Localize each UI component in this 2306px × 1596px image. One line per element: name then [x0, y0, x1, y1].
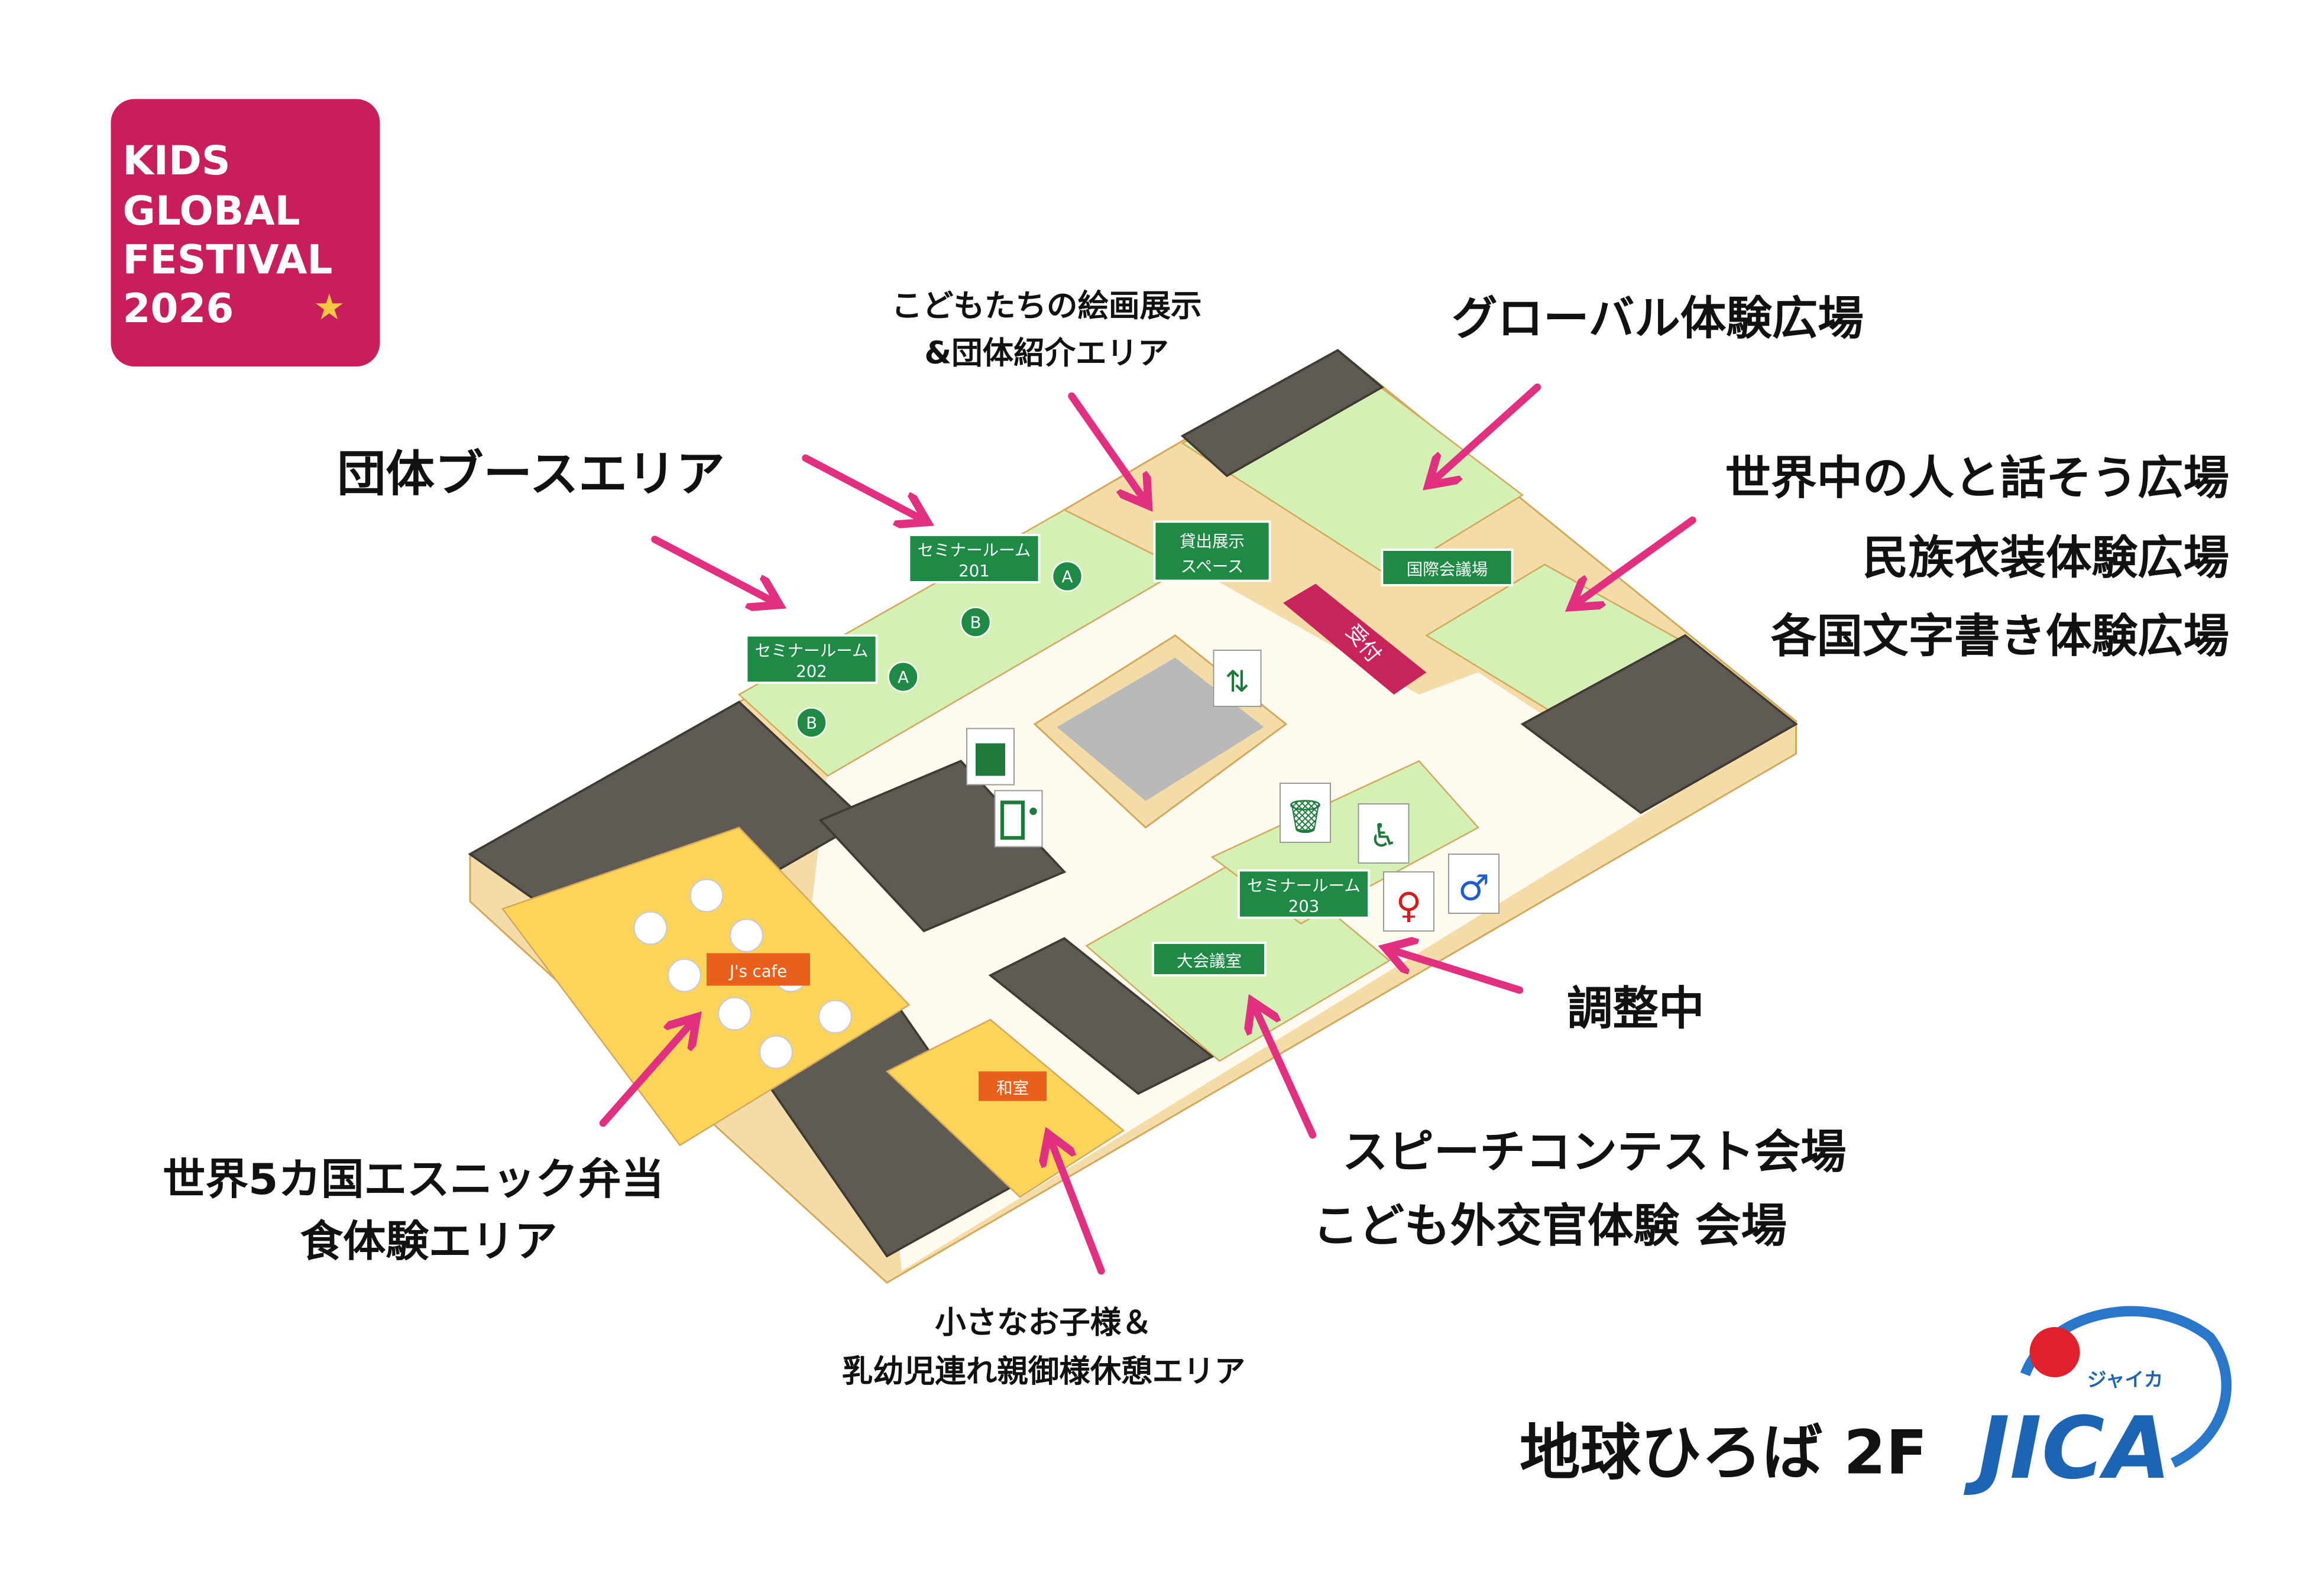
intl-conference-tag: 国際会議場 [1381, 549, 1514, 586]
arrow-global [1434, 383, 1541, 481]
arrow-adjusting [1392, 951, 1524, 994]
copier-icon [966, 728, 1015, 786]
rest-area-label: 乳幼児連れ親御様休憩エリア [842, 1354, 1246, 1390]
svg-text:202: 202 [796, 662, 827, 681]
speech-contest-label: スピーチコンテスト会場 [1342, 1125, 1847, 1179]
floor-title: 地球ひろば 2F [1520, 1418, 1928, 1488]
svg-text:セミナールーム: セミナールーム [755, 641, 869, 660]
storage-room-top [1180, 349, 1384, 478]
storage-room-center [818, 760, 1067, 933]
large-conference-tag: 大会議室 [1152, 942, 1267, 977]
rest-area-label: 小さなお子様＆ [935, 1305, 1152, 1341]
seminar-room-202-tag: セミナールーム 202 [745, 634, 878, 684]
zone-a: A [1062, 567, 1073, 586]
children-art-label: こどもたちの絵画展示 [891, 288, 1201, 324]
svg-text:ジャイカ: ジャイカ [2087, 1368, 2163, 1391]
adjusting-label: 調整中 [1567, 982, 1705, 1036]
arrow-booth-202 [651, 536, 773, 602]
ethnic-bento-label: 世界5カ国エスニック弁当 [163, 1155, 664, 1205]
vending-machine-icon [994, 790, 1043, 848]
jica-logo: JICA ジャイカ [1963, 1306, 2232, 1498]
logo-line: 2026 [123, 285, 234, 332]
mens-restroom-icon: ♂ [1448, 854, 1499, 914]
trash-bin-icon: 🗑 [1280, 783, 1331, 843]
logo-line: GLOBAL [123, 187, 300, 234]
star-icon: ★ [313, 287, 345, 328]
svg-text:国際会議場: 国際会議場 [1407, 560, 1488, 579]
svg-text:🗑: 🗑 [1285, 797, 1326, 835]
svg-text:⇅: ⇅ [1225, 664, 1250, 699]
rental-exhibit-space-tag: 貸出展示 スペース [1153, 520, 1271, 582]
zone-b: B [970, 614, 982, 632]
svg-text:貸出展示: 貸出展示 [1180, 532, 1245, 551]
arrow-speech [1255, 1008, 1317, 1139]
svg-text:JICA: JICA [1963, 1399, 2171, 1498]
logo-line: KIDS [123, 137, 231, 184]
atrium-void [1057, 657, 1264, 801]
svg-text:201: 201 [958, 562, 990, 580]
svg-text:♿: ♿ [1369, 817, 1398, 855]
zone-markers: A B A B [796, 560, 1083, 738]
reception-desk [1283, 583, 1427, 695]
seminar-room-201-tag: セミナールーム 201 [908, 534, 1041, 583]
svg-text:和室: 和室 [996, 1079, 1029, 1098]
arrow-food [599, 1023, 692, 1127]
arrow-booth-201 [802, 454, 921, 519]
kids-global-festival-logo: KIDS GLOBAL FESTIVAL 2026 ★ [111, 99, 380, 366]
svg-text:スペース: スペース [1181, 557, 1244, 576]
arrow-rest [1051, 1141, 1105, 1275]
global-experience-label: グローバル体験広場 [1452, 292, 1864, 345]
letters-plaza-label: 各国文字書き体験広場 [1771, 610, 2229, 663]
food-experience-label: 食体験エリア [300, 1217, 558, 1267]
logo-line: FESTIVAL [123, 236, 333, 283]
seminar-room-203-tag: セミナールーム 203 [1238, 869, 1370, 919]
callout-arrows [599, 383, 1696, 1275]
booth-area-label: 団体ブースエリア [337, 446, 725, 502]
costume-plaza-label: 民族衣装体験広場 [1863, 531, 2229, 585]
svg-text:大会議室: 大会議室 [1177, 952, 1242, 971]
children-art-label: &団体紹介エリア [924, 335, 1168, 371]
baby-changing-icon: ♿ [1358, 803, 1410, 864]
svg-text:J's cafe: J's cafe [728, 962, 787, 981]
diplomat-experience-label: こども外交官体験 会場 [1313, 1199, 1787, 1253]
cafe-floor [501, 826, 911, 1147]
japanese-room-tag: 和室 [979, 1071, 1047, 1101]
cafe-tag: J's cafe [707, 953, 810, 986]
svg-text:♂: ♂ [1458, 868, 1490, 909]
world-plaza-label: 世界中の人と話そう広場 [1725, 452, 2229, 505]
storage-room-right [1520, 634, 1798, 815]
arrow-art [1068, 392, 1145, 499]
elevator-icon: ⇅ [1213, 650, 1262, 707]
arrow-world-plaza [1578, 516, 1696, 603]
svg-text:♀: ♀ [1396, 885, 1422, 927]
svg-text:セミナールーム: セミナールーム [918, 541, 1031, 560]
svg-text:セミナールーム: セミナールーム [1247, 877, 1361, 896]
zone-b: B [806, 714, 817, 733]
zone-a: A [898, 668, 909, 687]
svg-text:203: 203 [1288, 897, 1320, 916]
womens-restroom-icon: ♀ [1383, 871, 1434, 932]
storage-room-bottom-2 [988, 937, 1214, 1095]
